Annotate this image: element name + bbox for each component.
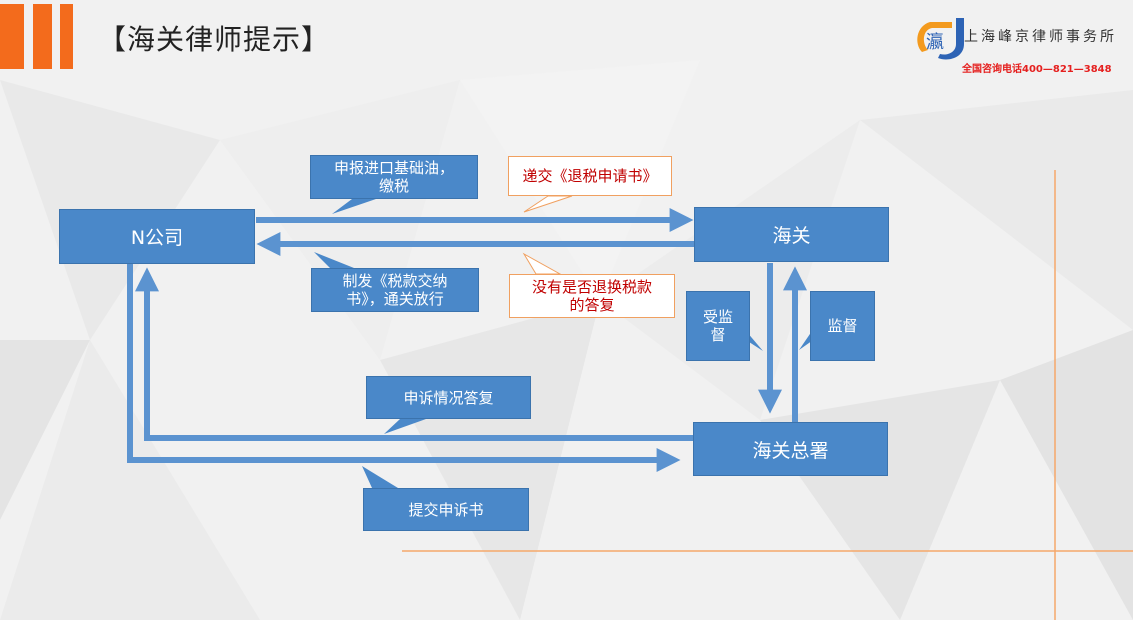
page-title: 【海关律师提示】 xyxy=(98,23,331,56)
callout-appeal-reply: 申诉情况答复 xyxy=(366,376,531,419)
hotline: 全国咨询电话400—821—3848 xyxy=(962,64,1112,75)
callout-submit-appeal: 提交申诉书 xyxy=(363,488,529,531)
logo-text: 瀛 xyxy=(926,31,944,53)
callout-no-reply: 没有是否退换税款 的答复 xyxy=(509,274,675,318)
firm-name: 上海峰京律师事务所 xyxy=(964,29,1117,45)
node-customs[interactable]: 海关 xyxy=(694,207,889,262)
accent-bar-1 xyxy=(0,4,24,69)
callout-supervised: 受监 督 xyxy=(686,291,750,361)
node-company[interactable]: N公司 xyxy=(59,209,255,264)
firm-logo: 瀛 xyxy=(917,18,964,60)
callout-supervise: 监督 xyxy=(810,291,875,361)
callout-issue-cert: 制发《税款交纳 书》，通关放行 xyxy=(311,268,479,312)
node-gac[interactable]: 海关总署 xyxy=(693,422,888,476)
accent-bar-3 xyxy=(60,4,73,69)
callout-submit-refund: 递交《退税申请书》 xyxy=(508,156,672,196)
callout-declare: 申报进口基础油， 缴税 xyxy=(310,155,478,199)
accent-bar-2 xyxy=(33,4,52,69)
